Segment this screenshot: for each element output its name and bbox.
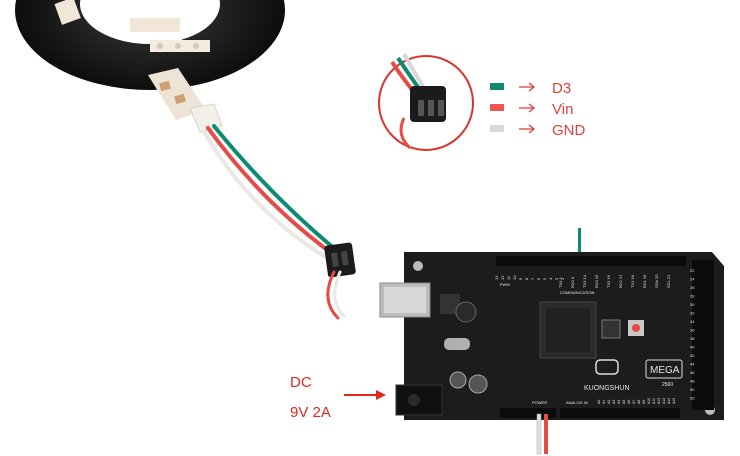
pin-label-digital: 26 [690,285,695,290]
pin-label-comm: TX2 16 [606,274,611,288]
pin-label-comm: RX2 17 [618,274,623,288]
strip-wires [202,124,356,320]
pin-label-analog: A15 [672,398,676,404]
legend-swatch-d3 [490,83,504,90]
pin-label-digital: 24 [690,277,695,282]
pin-label-analog: A12 [657,398,661,404]
pin-label-digital: 28 [690,294,695,299]
board-section-pwm: PWM [500,282,510,287]
pin-label-pwm: 10 [512,275,517,280]
pin-label-comm: TX3 14 [582,274,587,288]
pin-label-digital: 32 [690,311,695,316]
board-brand: KUONGSHUN [584,385,630,392]
board-section-power: POWER [532,400,547,405]
pin-label-analog: A9 [642,400,646,404]
led-strip-reel [15,0,285,133]
connector-zoom-circle [378,53,474,151]
arrow-icon [519,103,536,113]
pin-label-comm: TX0 1 [558,277,563,288]
board-model-sub: 2560 [662,382,673,388]
legend-swatch-gnd [490,125,504,132]
pin-label-pwm: 2 [560,277,565,280]
pin-label-digital: 22 [690,268,695,273]
pin-label-digital: 46 [690,370,695,375]
pin-label-analog: A6 [627,400,631,404]
power-wires [536,413,548,455]
pin-label-analog: A10 [647,398,651,404]
pin-label-analog: A5 [622,400,626,404]
dc-label-line1: DC [290,374,312,391]
board-section-analog: ANALOG IN [566,400,588,405]
board-section-communication: COMMUNICATION [560,290,594,295]
pin-label-pwm: 5 [542,277,547,280]
pin-label-analog: A3 [612,400,616,404]
pin-label-comm: RX3 15 [594,274,599,288]
pin-label-comm: SDA 20 [654,274,659,288]
dc-label: DC 9V 2A [290,368,331,428]
pin-label-digital: 40 [690,345,695,350]
pin-label-digital: 30 [690,302,695,307]
pin-label-analog: A13 [662,398,666,404]
pin-label-pwm: 6 [536,277,541,280]
pin-label-analog: A11 [652,398,656,404]
legend-label-d3: D3 [552,80,571,97]
legend-label-vin: Vin [552,101,573,118]
pin-label-digital: 52 [690,396,695,401]
pin-label-analog: A7 [632,400,636,404]
pin-label-analog: A4 [617,400,621,404]
pin-label-analog: A8 [637,400,641,404]
pin-label-analog: A1 [602,400,606,404]
pin-label-pwm: 3 [554,277,559,280]
pin-label-pwm: 11 [506,275,511,280]
legend-swatch-vin [490,104,504,111]
pin-label-comm: TX1 18 [630,274,635,288]
pin-label-digital: 36 [690,328,695,333]
board-model: MEGA [650,365,680,376]
arrow-icon [519,82,536,92]
pin-label-digital: 34 [690,319,695,324]
arrow-icon [519,124,536,134]
pin-label-analog: A14 [667,398,671,404]
pin-label-pwm: 12 [500,275,505,280]
arduino-mega-board: KUONGSHUN MEGA 2560 COMMUNICATION PWM POWER AN… [379,252,724,420]
pin-label-digital: 44 [690,362,695,367]
pin-label-digital: 38 [690,336,695,341]
pin-label-analog: A0 [597,400,601,404]
dc-label-line2: 9V 2A [290,404,331,421]
pin-label-pwm: 8 [524,277,529,280]
signal-wire [578,228,581,258]
pin-label-comm: RX0 0 [570,276,575,288]
pin-label-pwm: 4 [548,277,553,280]
pin-label-pwm: 9 [518,277,523,280]
pin-label-pwm: 13 [494,275,499,280]
pin-label-digital: 42 [690,353,695,358]
legend-label-gnd: GND [552,122,586,139]
pin-label-digital: 48 [690,379,695,384]
pin-label-digital: 50 [690,387,695,392]
pin-label-pwm: 7 [530,277,535,280]
pin-label-analog: A2 [607,400,611,404]
dc-arrow [344,390,386,400]
pin-label-comm: RX1 19 [642,274,647,288]
pin-label-comm: SCL 21 [666,274,671,288]
